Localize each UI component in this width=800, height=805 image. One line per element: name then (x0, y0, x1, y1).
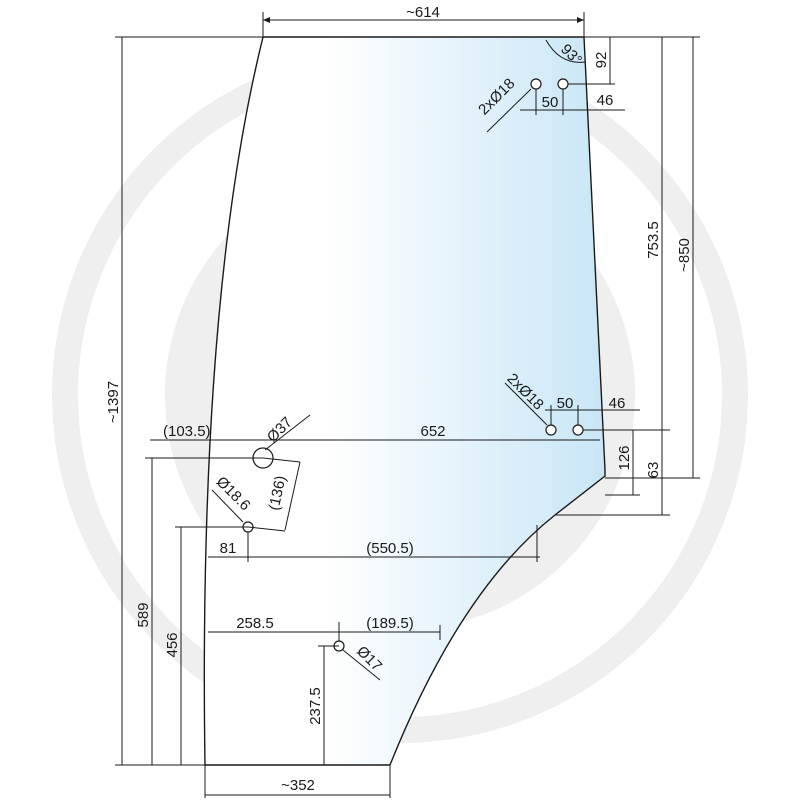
label-height-589: 589 (135, 602, 152, 627)
dim-top-width: ~614 (262, 4, 585, 37)
label-step-126: 126 (616, 445, 633, 470)
hole-top-2 (557, 78, 569, 90)
dim-81-5505: 81 (550.5) (208, 525, 540, 562)
label-step-63: 63 (645, 462, 662, 479)
dim-2585-1895: 258.5 (189.5) (208, 615, 441, 642)
hole-mid-2 (572, 424, 584, 436)
label-dist-81: 81 (220, 540, 237, 557)
dim-steps: 126 63 (583, 429, 670, 515)
label-dist-136: (136) (266, 474, 290, 512)
label-top-offset: 92 (593, 52, 610, 69)
dim-589-456: 589 456 (135, 458, 182, 765)
hole-top-1 (530, 78, 542, 90)
label-right-height-2: 753.5 (645, 221, 662, 259)
label-mid-hole-edge: 46 (609, 395, 626, 412)
hole-mid-1 (545, 424, 557, 436)
label-top-hole-edge: 46 (597, 92, 614, 109)
dim-total-height: ~1397 (105, 36, 263, 766)
dim-right-heights: ~850 753.5 (555, 36, 700, 516)
dim-652: (103.5) 652 (150, 423, 600, 441)
label-mid-hole-spacing: 50 (557, 395, 574, 412)
label-width-652: 652 (420, 423, 445, 440)
label-dist-5505: (550.5) (366, 540, 414, 557)
label-top-width: ~614 (406, 4, 440, 21)
label-height-456: 456 (164, 632, 181, 657)
label-right-height: ~850 (676, 238, 693, 272)
label-bottom-width: ~352 (281, 777, 315, 794)
label-top-hole-spacing: 50 (542, 94, 559, 111)
label-dist-2585: 258.5 (236, 615, 274, 632)
glass-outline (203, 36, 606, 766)
label-total-height: ~1397 (105, 381, 122, 423)
label-left-offset: (103.5) (163, 423, 211, 440)
dim-bottom-width: ~352 (204, 765, 391, 798)
dim-2375: 237.5 (307, 646, 325, 765)
label-dist-1895: (189.5) (366, 615, 414, 632)
label-height-2375: 237.5 (307, 687, 324, 725)
